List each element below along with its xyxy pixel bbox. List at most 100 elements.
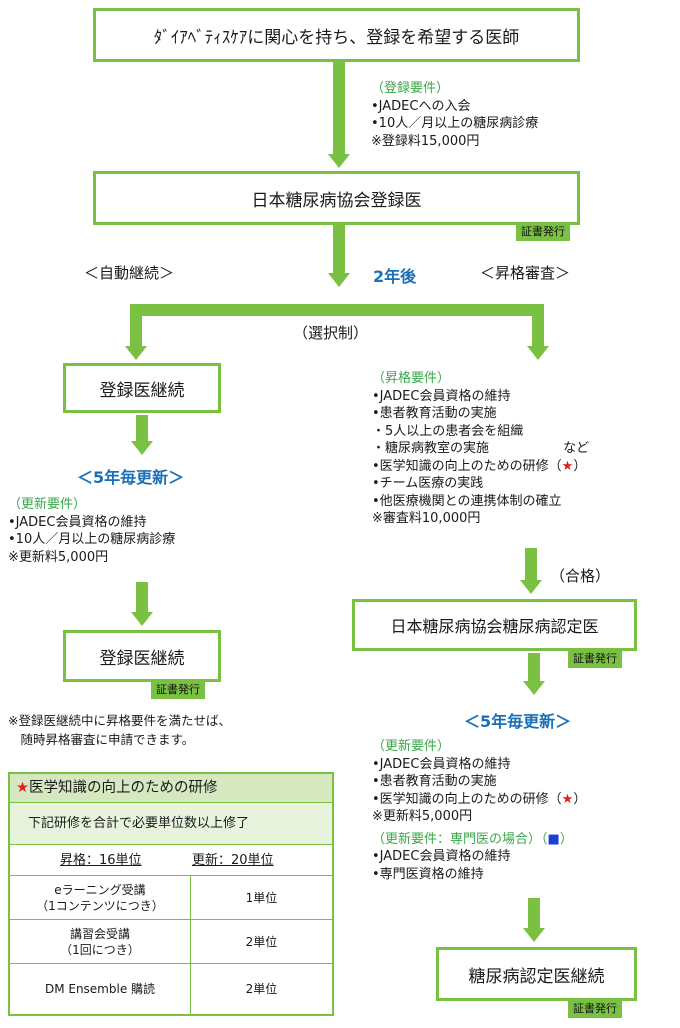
arrow-down (527, 316, 549, 360)
req-item: •JADEC会員資格の維持 (8, 514, 147, 530)
arrow-down (520, 548, 542, 594)
registration-requirements: （登録要件） •JADECへの入会 •10人／月以上の糖尿病診療 ※登録料15,… (371, 80, 538, 150)
training-subtitle-row: 下記研修を合計で必要単位数以上修了 (10, 802, 332, 844)
req-item: ※更新料5,000円 (372, 809, 473, 824)
arrow-down (131, 415, 153, 455)
req-item: ※更新料5,000円 (8, 549, 109, 565)
arrow-down (131, 582, 153, 626)
every-5-years-right: ＜5年毎更新＞ (464, 712, 572, 731)
note-line: 随時昇格審査に申請できます。 (8, 732, 195, 747)
arrow-down (328, 225, 350, 287)
training-row-units: 2単位 (191, 964, 332, 1014)
specialist-title: （更新要件：専門医の場合）（■） (372, 831, 586, 849)
arrow-down (523, 898, 545, 942)
left-note: ※登録医継続中に昇格要件を満たせば、 随時昇格審査に申請できます。 (8, 711, 231, 749)
split-bar (130, 304, 544, 316)
star-icon: ★ (561, 791, 574, 807)
req-item: •専門医資格の維持 (372, 866, 484, 882)
training-item-units: 1単位 (245, 890, 278, 905)
training-row-name: 講習会受講 （1回につき） (10, 920, 191, 963)
training-item-sub: （1回につき） (60, 942, 140, 957)
certified-label: 日本糖尿病協会糖尿病認定医 (390, 617, 599, 636)
pass-label: （合格） (550, 567, 611, 585)
req-item: ※審査料10,000円 (372, 511, 481, 526)
req-title: （更新要件） (8, 497, 87, 512)
req-item: ※登録料15,000円 (371, 133, 480, 149)
square-icon: ■ (547, 831, 560, 847)
close-paren: ） (573, 791, 587, 807)
left-continue-box: 登録医継続 (63, 363, 221, 413)
training-row-name: DM Ensemble 購読 (10, 964, 191, 1014)
training-item-name: DM Ensemble 購読 (44, 982, 156, 996)
req-item: •患者教育活動の実施 (372, 774, 497, 789)
req-item: •他医療機関との連携体制の確立 (372, 493, 562, 509)
req-item: •チーム医療の実践 (372, 476, 484, 491)
training-row-units: 2単位 (191, 920, 332, 963)
training-row: 講習会受講 （1回につき） 2単位 (10, 920, 332, 964)
req-item: •JADECへの入会 (371, 98, 471, 114)
two-years-label: 2年後 (373, 267, 417, 286)
registered-doctor-box: 日本糖尿病協会登録医 (93, 171, 580, 225)
top-box-label: ﾀﾞｲｱﾍﾞﾃｨｽｹｱに関心を持ち、登録を希望する医師 (153, 27, 520, 48)
certified-box: 日本糖尿病協会糖尿病認定医 (352, 599, 637, 651)
promotion-requirements: （昇格要件） •JADEC会員資格の維持 •患者教育活動の実施 ・5人以上の患者… (372, 370, 589, 528)
training-units-row: 昇格：16単位 更新：20単位 (10, 844, 332, 876)
training-row-units: 1単位 (191, 876, 332, 919)
star-icon: ★ (561, 458, 574, 474)
close-paren: ） (573, 458, 587, 474)
req-title: （更新要件） (372, 739, 451, 754)
req-item: •医学知識の向上のための研修（★） (372, 791, 586, 809)
req-item: •患者教育活動の実施 (372, 406, 497, 421)
promotion-review-label: ＜昇格審査＞ (480, 264, 571, 282)
certificate-badge: 証書発行 (151, 681, 205, 699)
left-continue-label-2: 登録医継続 (99, 648, 185, 669)
auto-continue-label: ＜自動継続＞ (84, 264, 175, 282)
renewal-requirements-right: （更新要件） •JADEC会員資格の維持 •患者教育活動の実施 •医学知識の向上… (372, 738, 586, 883)
training-table: ★医学知識の向上のための研修 下記研修を合計で必要単位数以上修了 昇格：16単位… (8, 772, 334, 1016)
nado-label: など (563, 441, 590, 456)
req-title: （昇格要件） (372, 371, 451, 386)
every-5-years-left: ＜5年毎更新＞ (77, 468, 185, 487)
top-box: ﾀﾞｲｱﾍﾞﾃｨｽｹｱに関心を持ち、登録を希望する医師 (93, 8, 580, 62)
training-item-sub: （1コンテンツにつき） (36, 898, 164, 913)
promotion-units: 昇格：16単位 (60, 853, 142, 868)
renewal-units: 更新：20単位 (192, 853, 274, 868)
left-continue-box-2: 登録医継続 (63, 630, 221, 682)
left-continue-label: 登録医継続 (99, 380, 185, 401)
certificate-badge: 証書発行 (516, 223, 570, 241)
note-line: ※登録医継続中に昇格要件を満たせば、 (8, 713, 231, 728)
req-item: •10人／月以上の糖尿病診療 (371, 116, 539, 131)
training-item-name: eラーニング受講 (54, 882, 146, 897)
certificate-badge: 証書発行 (568, 1000, 622, 1018)
certified-continue-label: 糖尿病認定医継続 (468, 966, 605, 987)
req-title: （登録要件） (371, 81, 450, 96)
specialist-title-text: （更新要件：専門医の場合）（ (372, 831, 548, 847)
training-item-name: 講習会受講 (69, 926, 130, 941)
certified-continue-box: 糖尿病認定医継続 (436, 947, 637, 1001)
req-item: •JADEC会員資格の維持 (372, 388, 511, 404)
req-item: ・糖尿病教室の実施 など (372, 440, 589, 458)
training-row-name: eラーニング受講 （1コンテンツにつき） (10, 876, 191, 919)
req-item-text: •医学知識の向上のための研修（ (372, 791, 562, 807)
training-header: ★医学知識の向上のための研修 (10, 774, 332, 802)
req-item: •JADEC会員資格の維持 (372, 849, 511, 864)
req-item-text: •医学知識の向上のための研修（ (372, 458, 562, 474)
req-item: •10人／月以上の糖尿病診療 (8, 532, 176, 547)
training-item-units: 2単位 (245, 934, 278, 949)
arrow-down (125, 316, 147, 360)
req-item: ・5人以上の患者会を組織 (372, 423, 524, 439)
training-subtitle: 下記研修を合計で必要単位数以上修了 (28, 816, 250, 831)
selection-label: （選択制） (293, 324, 369, 342)
training-title: 医学知識の向上のための研修 (29, 780, 218, 796)
arrow-down (328, 62, 350, 168)
req-item: •JADEC会員資格の維持 (372, 756, 511, 772)
arrow-down (523, 653, 545, 695)
renewal-requirements-left: （更新要件） •JADEC会員資格の維持 •10人／月以上の糖尿病診療 ※更新料… (8, 496, 175, 566)
close-paren: ） (559, 831, 573, 847)
certificate-badge: 証書発行 (568, 650, 622, 668)
training-item-units: 2単位 (245, 982, 278, 996)
training-row: DM Ensemble 購読 2単位 (10, 964, 332, 1014)
star-icon: ★ (16, 780, 29, 796)
req-item: •医学知識の向上のための研修（★） (372, 458, 589, 476)
req-item-text: ・糖尿病教室の実施 (372, 441, 490, 456)
